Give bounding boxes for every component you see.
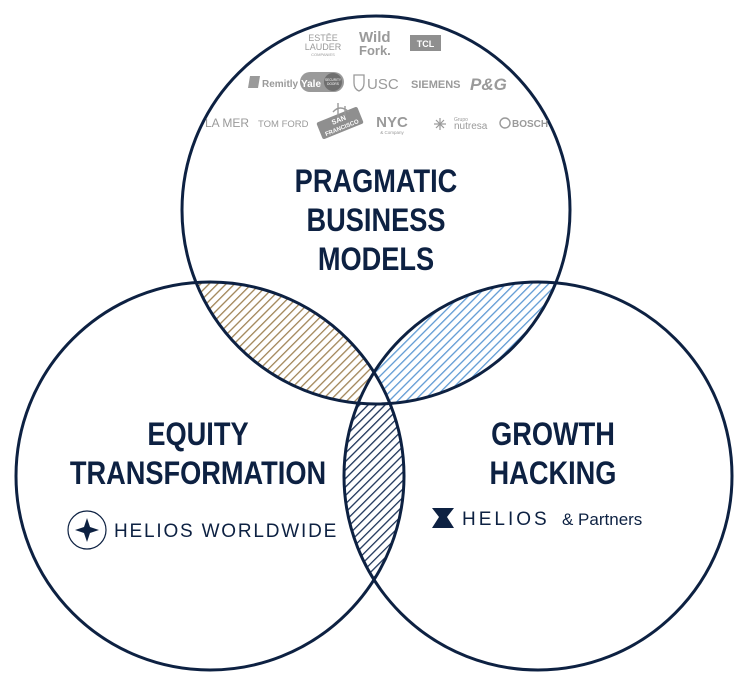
title-right: GROWTH HACKING bbox=[490, 417, 617, 492]
helios-partners-suffix-text: & Partners bbox=[562, 510, 642, 529]
bosch-icon bbox=[499, 117, 511, 129]
remitly-icon bbox=[248, 76, 260, 88]
four-point-star-icon bbox=[75, 518, 99, 542]
bowtie-star-icon bbox=[432, 508, 454, 528]
logo-remitly: Remitly bbox=[248, 76, 299, 90]
title-right-line-2: HACKING bbox=[490, 456, 617, 492]
logo-nutresa: Grupo nutresa bbox=[434, 117, 488, 132]
title-left-line-2: TRANSFORMATION bbox=[70, 456, 326, 492]
title-left-line-1: EQUITY bbox=[147, 417, 248, 453]
golden-gate-bridge-icon bbox=[332, 103, 350, 117]
svg-text:TCL: TCL bbox=[417, 39, 435, 49]
svg-text:Remitly: Remitly bbox=[262, 79, 299, 90]
svg-text:Yale: Yale bbox=[301, 79, 321, 90]
logo-pg: P&G bbox=[470, 75, 507, 94]
svg-text:SECURITY: SECURITY bbox=[325, 78, 342, 82]
helios-worldwide-text: HELIOS WORLDWIDE bbox=[114, 521, 338, 542]
logo-san-francisco: SAN FRANCISCO bbox=[316, 107, 364, 139]
helios-partners-logo: HELIOS & Partners bbox=[432, 508, 642, 530]
helios-partners-main-text: HELIOS bbox=[462, 509, 550, 530]
logo-siemens: SIEMENS bbox=[411, 79, 461, 91]
svg-text:BOSCH: BOSCH bbox=[512, 119, 548, 130]
svg-text:Fork.: Fork. bbox=[359, 43, 391, 58]
logo-tom-ford: TOM FORD bbox=[258, 119, 309, 130]
title-top: PRAGMATIC BUSINESS MODELS bbox=[295, 164, 458, 278]
logo-bosch: BOSCH bbox=[499, 117, 548, 130]
title-right-line-1: GROWTH bbox=[491, 417, 615, 453]
circle-left-outline bbox=[14, 280, 406, 672]
title-top-line-2: BUSINESS bbox=[306, 203, 445, 239]
nutresa-leaf-icon bbox=[434, 118, 446, 130]
title-left: EQUITY TRANSFORMATION bbox=[70, 417, 326, 492]
title-top-line-3: MODELS bbox=[318, 242, 434, 278]
svg-text:& Company: & Company bbox=[380, 130, 404, 135]
overlap-top-left bbox=[182, 282, 404, 404]
logo-usc: USC bbox=[353, 74, 399, 93]
logo-wild-fork: Wild Fork. bbox=[359, 29, 391, 58]
svg-text:ESTĒE: ESTĒE bbox=[308, 33, 338, 43]
helios-worldwide-logo: HELIOS WORLDWIDE bbox=[67, 510, 338, 550]
svg-text:NYC: NYC bbox=[376, 114, 408, 131]
logo-nyc: NYC & Company bbox=[376, 114, 408, 135]
svg-text:Grupo: Grupo bbox=[454, 117, 468, 123]
usc-shield-icon bbox=[353, 74, 365, 92]
logo-estee-lauder: ESTĒE LAUDER COMPANIES bbox=[305, 33, 342, 57]
svg-text:DOORS: DOORS bbox=[327, 82, 339, 86]
svg-text:USC: USC bbox=[367, 76, 399, 93]
client-logos: ESTĒE LAUDER COMPANIES Wild Fork. TCL Re… bbox=[205, 29, 548, 139]
logo-la-mer: LA MER bbox=[205, 116, 249, 130]
title-top-line-1: PRAGMATIC bbox=[295, 164, 458, 200]
svg-text:LAUDER: LAUDER bbox=[305, 42, 342, 52]
overlap-top-right bbox=[344, 282, 570, 404]
svg-text:COMPANIES: COMPANIES bbox=[311, 52, 335, 57]
svg-text:Wild: Wild bbox=[359, 29, 391, 46]
logo-yale: Yale SECURITY DOORS bbox=[300, 72, 344, 92]
circle-top-outline bbox=[180, 14, 572, 406]
svg-text:nutresa: nutresa bbox=[454, 121, 488, 132]
logo-tcl: TCL bbox=[410, 35, 441, 51]
circle-right-outline bbox=[342, 280, 734, 672]
